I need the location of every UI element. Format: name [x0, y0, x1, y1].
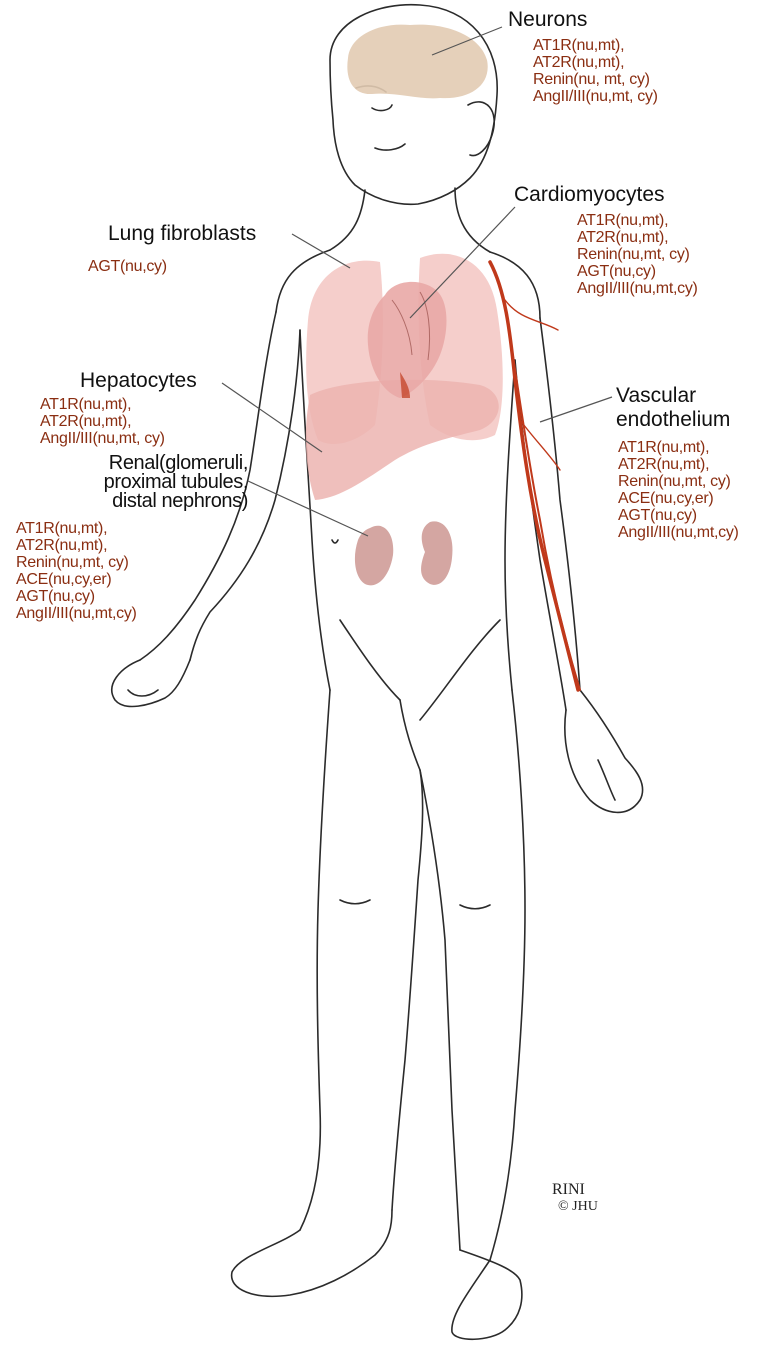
lung-fibroblasts-title: Lung fibroblasts	[108, 222, 256, 246]
renal-title: Renal(glomeruli, proximal tubules, dista…	[58, 454, 248, 511]
credit-jhu: © JHU	[558, 1199, 598, 1215]
vascular-title-line: endothelium	[616, 408, 730, 432]
left-kidney-shape	[421, 521, 452, 584]
hepatocytes-title: Hepatocytes	[80, 369, 197, 393]
renal-molecules: AT1R(nu,mt), AT2R(nu,mt), Renin(nu,mt, c…	[16, 520, 137, 622]
credit-rini: RINI	[552, 1181, 585, 1199]
vascular-molecules: AT1R(nu,mt), AT2R(nu,mt), Renin(nu,mt, c…	[618, 439, 739, 541]
lung-fibroblasts-leader	[292, 234, 350, 268]
neurons-item: AT1R(nu,mt),	[533, 37, 658, 54]
cardiomyocytes-item: AT2R(nu,mt),	[577, 229, 698, 246]
vascular-title: Vascular endothelium	[616, 384, 730, 432]
vascular-item: Renin(nu,mt, cy)	[618, 473, 739, 490]
neurons-molecules: AT1R(nu,mt), AT2R(nu,mt), Renin(nu, mt, …	[533, 37, 658, 105]
renal-item: Renin(nu,mt, cy)	[16, 554, 137, 571]
vascular-item: AT1R(nu,mt),	[618, 439, 739, 456]
hepatocytes-item: AT1R(nu,mt),	[40, 396, 165, 413]
hepatocytes-item: AngII/III(nu,mt, cy)	[40, 430, 165, 447]
neurons-item: AngII/III(nu,mt, cy)	[533, 88, 658, 105]
renal-item: AT1R(nu,mt),	[16, 520, 137, 537]
cardiomyocytes-title: Cardiomyocytes	[514, 183, 665, 207]
lung-fibroblasts-item: AGT(nu,cy)	[88, 258, 167, 275]
brain-shape	[347, 25, 487, 99]
vascular-title-line: Vascular	[616, 384, 730, 408]
renal-item: AGT(nu,cy)	[16, 588, 137, 605]
renal-item: ACE(nu,cy,er)	[16, 571, 137, 588]
renal-item: AT2R(nu,mt),	[16, 537, 137, 554]
neurons-item: AT2R(nu,mt),	[533, 54, 658, 71]
hepatocytes-item: AT2R(nu,mt),	[40, 413, 165, 430]
vascular-item: AngII/III(nu,mt,cy)	[618, 524, 739, 541]
neurons-item: Renin(nu, mt, cy)	[533, 71, 658, 88]
arm-vessels	[490, 262, 580, 690]
renal-item: AngII/III(nu,mt,cy)	[16, 605, 137, 622]
renal-title-line: distal nephrons)	[58, 492, 248, 511]
cardiomyocytes-item: Renin(nu,mt, cy)	[577, 246, 698, 263]
cardiomyocytes-molecules: AT1R(nu,mt), AT2R(nu,mt), Renin(nu,mt, c…	[577, 212, 698, 297]
cardiomyocytes-item: AGT(nu,cy)	[577, 263, 698, 280]
hepatocytes-molecules: AT1R(nu,mt), AT2R(nu,mt), AngII/III(nu,m…	[40, 396, 165, 447]
right-kidney-shape	[355, 526, 393, 586]
lung-fibroblasts-molecules: AGT(nu,cy)	[88, 258, 167, 275]
vascular-item: AGT(nu,cy)	[618, 507, 739, 524]
vascular-item: AT2R(nu,mt),	[618, 456, 739, 473]
vascular-item: ACE(nu,cy,er)	[618, 490, 739, 507]
neurons-title: Neurons	[508, 8, 587, 32]
cardiomyocytes-item: AT1R(nu,mt),	[577, 212, 698, 229]
cardiomyocytes-item: AngII/III(nu,mt,cy)	[577, 280, 698, 297]
